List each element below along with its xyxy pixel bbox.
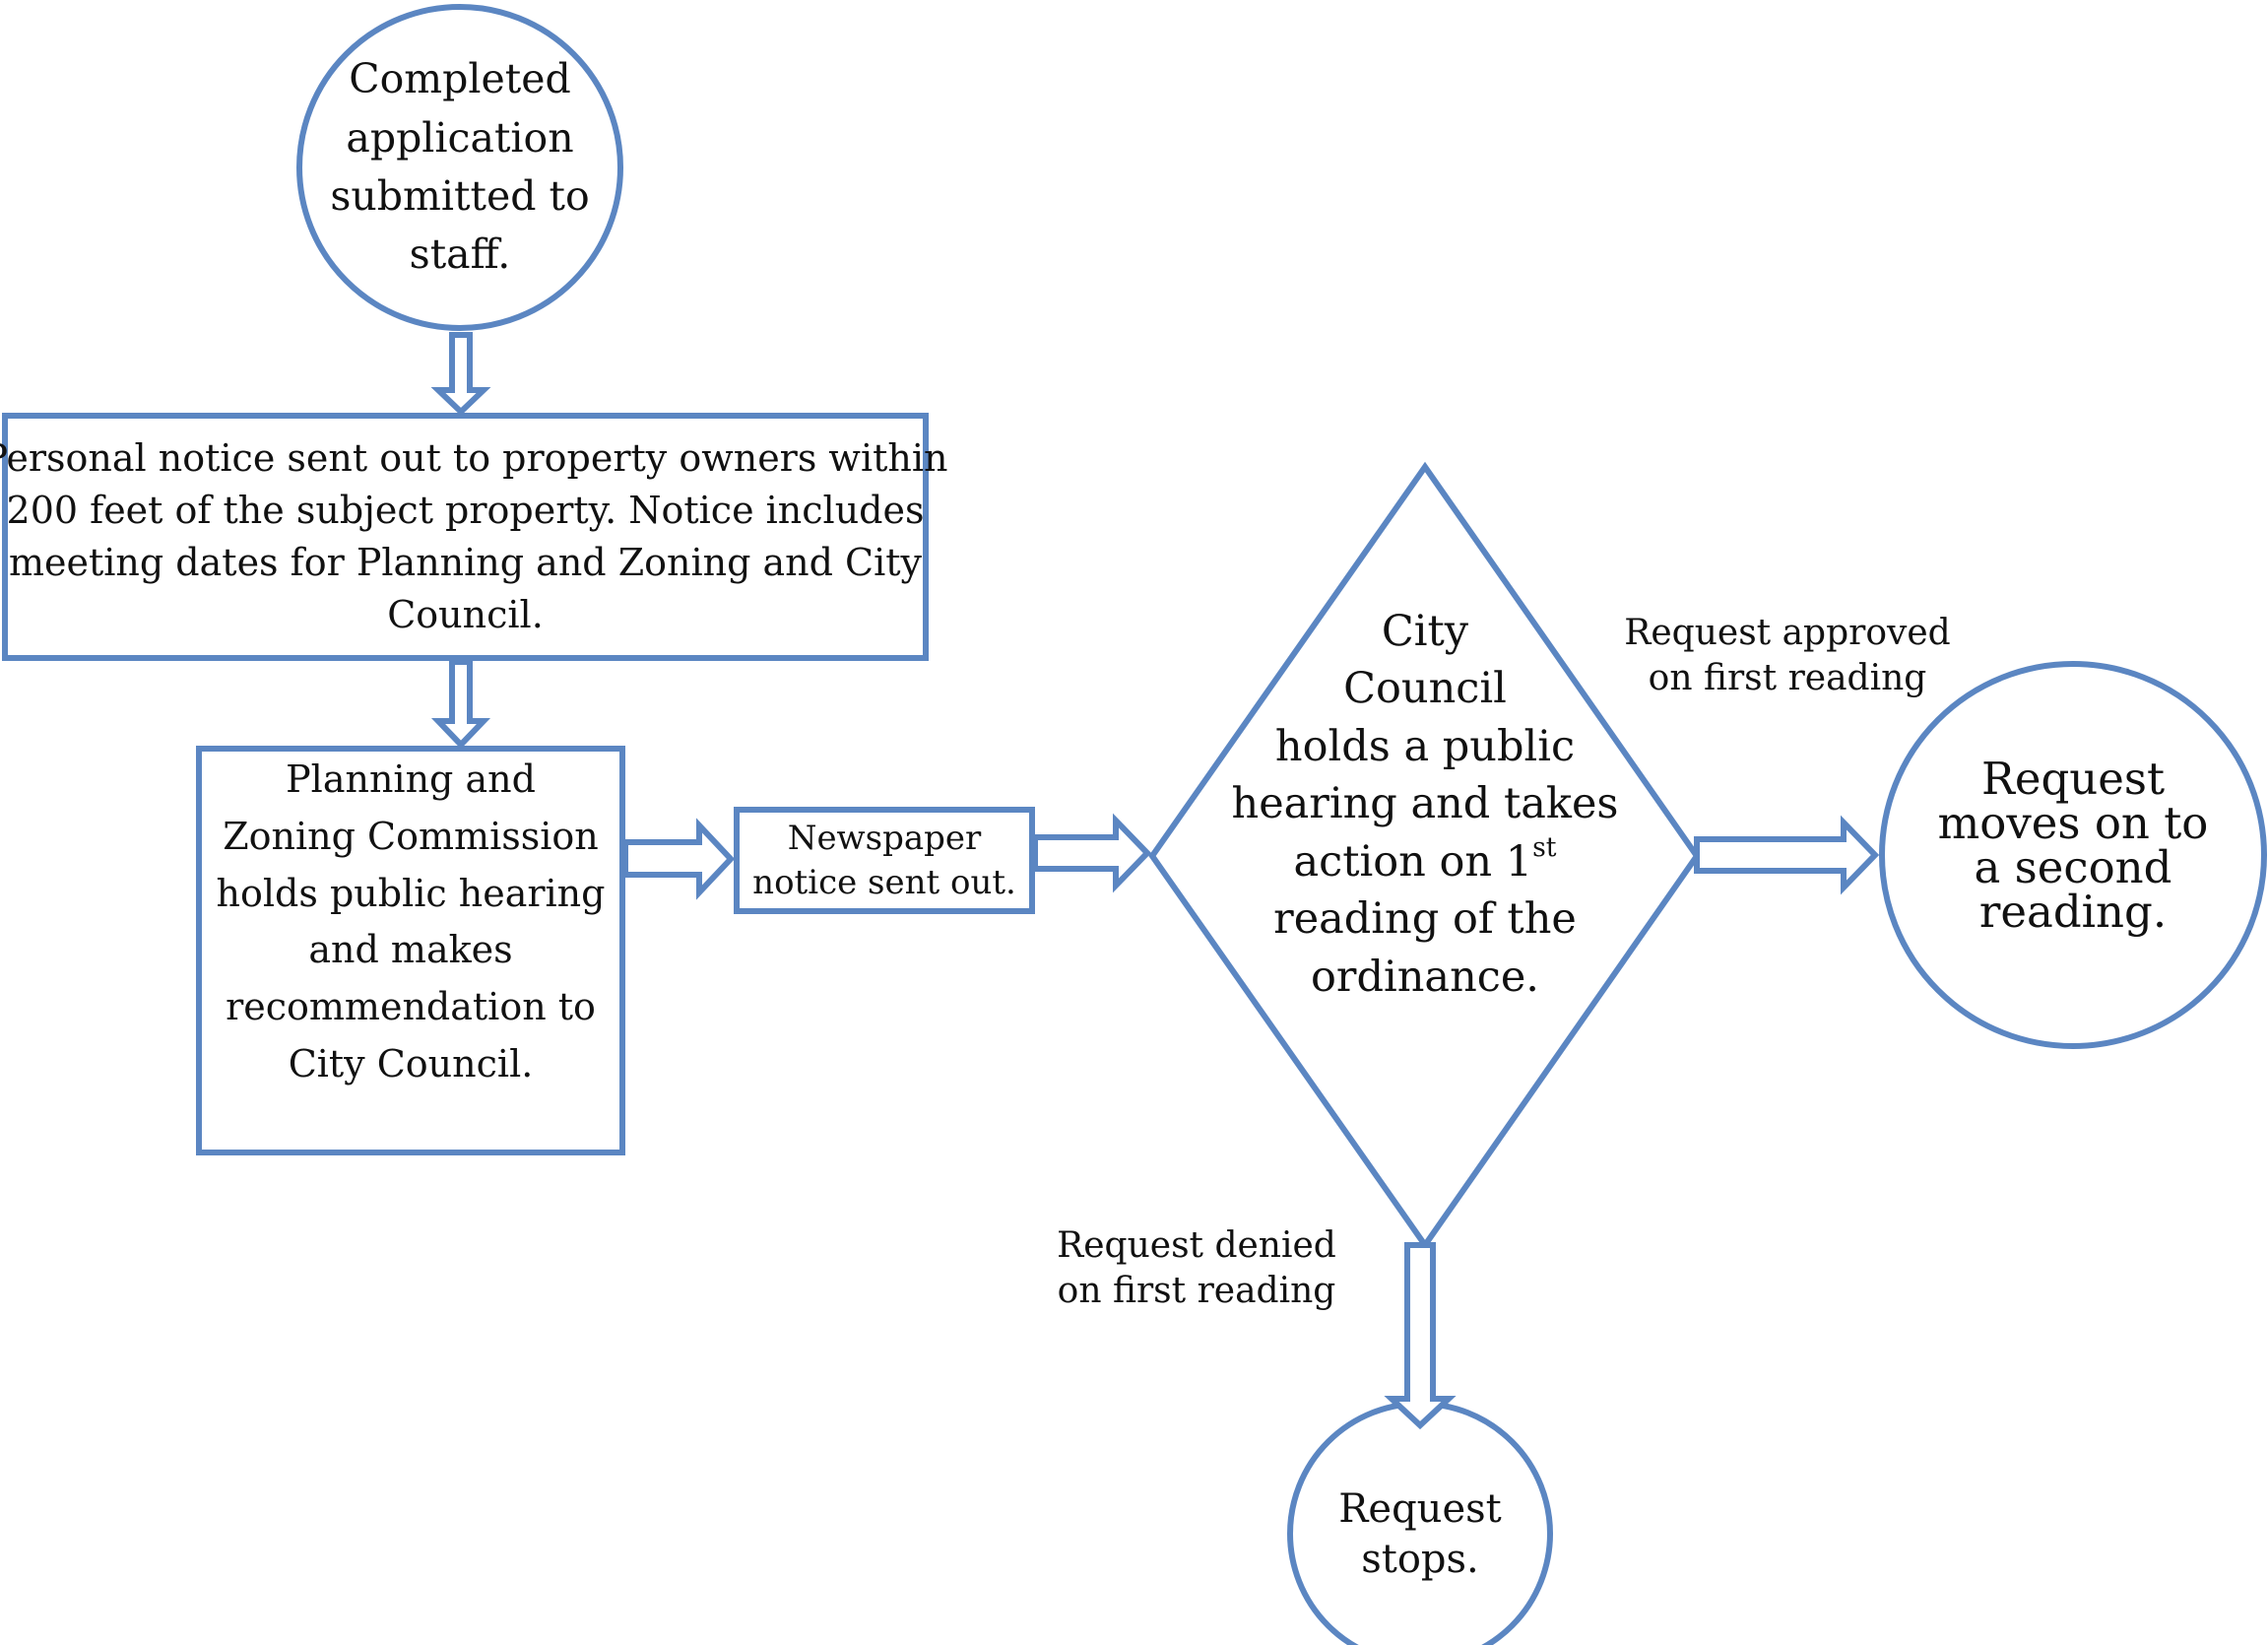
second-reading-line: a second: [1974, 841, 2172, 893]
start-text: Completed application submitted to staff…: [312, 55, 608, 278]
start-line: staff.: [409, 230, 511, 279]
start-line: Completed: [349, 55, 571, 103]
arrow-start-to-notice: [430, 332, 491, 417]
start-line: submitted to: [330, 172, 590, 220]
decision-line-ordinal: action on 1st: [1293, 833, 1556, 890]
approved-label-line: Request approved: [1624, 613, 1951, 653]
personal-notice-line: 200 feet of the subject property. Notice…: [6, 488, 925, 532]
newspaper-line: Newspaper: [787, 819, 982, 859]
stops-line: Request: [1338, 1485, 1502, 1532]
personal-notice-line: Personal notice sent out to property own…: [0, 435, 948, 480]
planning-zoning-line: recommendation to: [226, 985, 596, 1028]
start-line: application: [346, 113, 574, 162]
decision-line: City: [1381, 607, 1469, 656]
newspaper-line: notice sent out.: [752, 862, 1016, 902]
decision-line: ordinance.: [1311, 952, 1539, 1002]
newspaper-text: Newspaper notice sent out.: [740, 813, 1029, 908]
planning-zoning-line: Planning and: [286, 757, 536, 801]
stops-line: stops.: [1361, 1537, 1479, 1582]
personal-notice-text: Personal notice sent out to property own…: [0, 419, 947, 655]
personal-notice-line: meeting dates for Planning and Zoning an…: [9, 541, 922, 584]
approved-label: Request approved on first reading: [1615, 611, 1960, 700]
planning-zoning-text: Planning and Zoning Commission holds pub…: [202, 752, 619, 1150]
second-reading-line: Request: [1980, 753, 2166, 805]
decision-line-prefix: action on 1: [1293, 836, 1533, 887]
decision-line: holds a public: [1274, 721, 1576, 771]
planning-zoning-line: holds public hearing: [216, 871, 606, 915]
arrow-decision-to-stops: [1384, 1242, 1457, 1430]
stops-text: Request stops.: [1312, 1476, 1528, 1594]
ordinal-superscript: st: [1532, 831, 1557, 863]
arrow-newspaper-to-decision: [1032, 813, 1152, 893]
approved-label-line: on first reading: [1648, 657, 1927, 698]
decision-line: hearing and takes: [1231, 779, 1619, 829]
personal-notice-line: Council.: [387, 593, 544, 637]
denied-label-line: on first reading: [1057, 1270, 1336, 1311]
decision-line: Council: [1343, 664, 1507, 714]
newspaper-box: [734, 807, 1035, 914]
second-reading-line: reading.: [1978, 886, 2168, 938]
planning-zoning-line: City Council.: [288, 1041, 534, 1086]
decision-line: reading of the: [1273, 894, 1577, 945]
planning-zoning-box: [196, 746, 625, 1155]
planning-zoning-line: Zoning Commission: [223, 814, 599, 858]
start-circle: [296, 4, 623, 331]
planning-zoning-line: and makes: [308, 928, 513, 972]
denied-label-line: Request denied: [1057, 1225, 1336, 1266]
personal-notice-box: [2, 413, 929, 661]
denied-label: Request denied on first reading: [1044, 1223, 1349, 1313]
second-reading-line: moves on to: [1937, 797, 2209, 849]
arrow-planning-to-newspaper: [622, 818, 736, 900]
arrow-notice-to-planning: [430, 659, 491, 750]
second-reading-text: Request moves on to a second reading.: [1906, 757, 2240, 954]
decision-text: City Council holds a public hearing and …: [1228, 603, 1622, 1007]
second-reading-circle: [1879, 661, 2267, 1049]
arrow-decision-to-second-reading: [1694, 815, 1880, 895]
